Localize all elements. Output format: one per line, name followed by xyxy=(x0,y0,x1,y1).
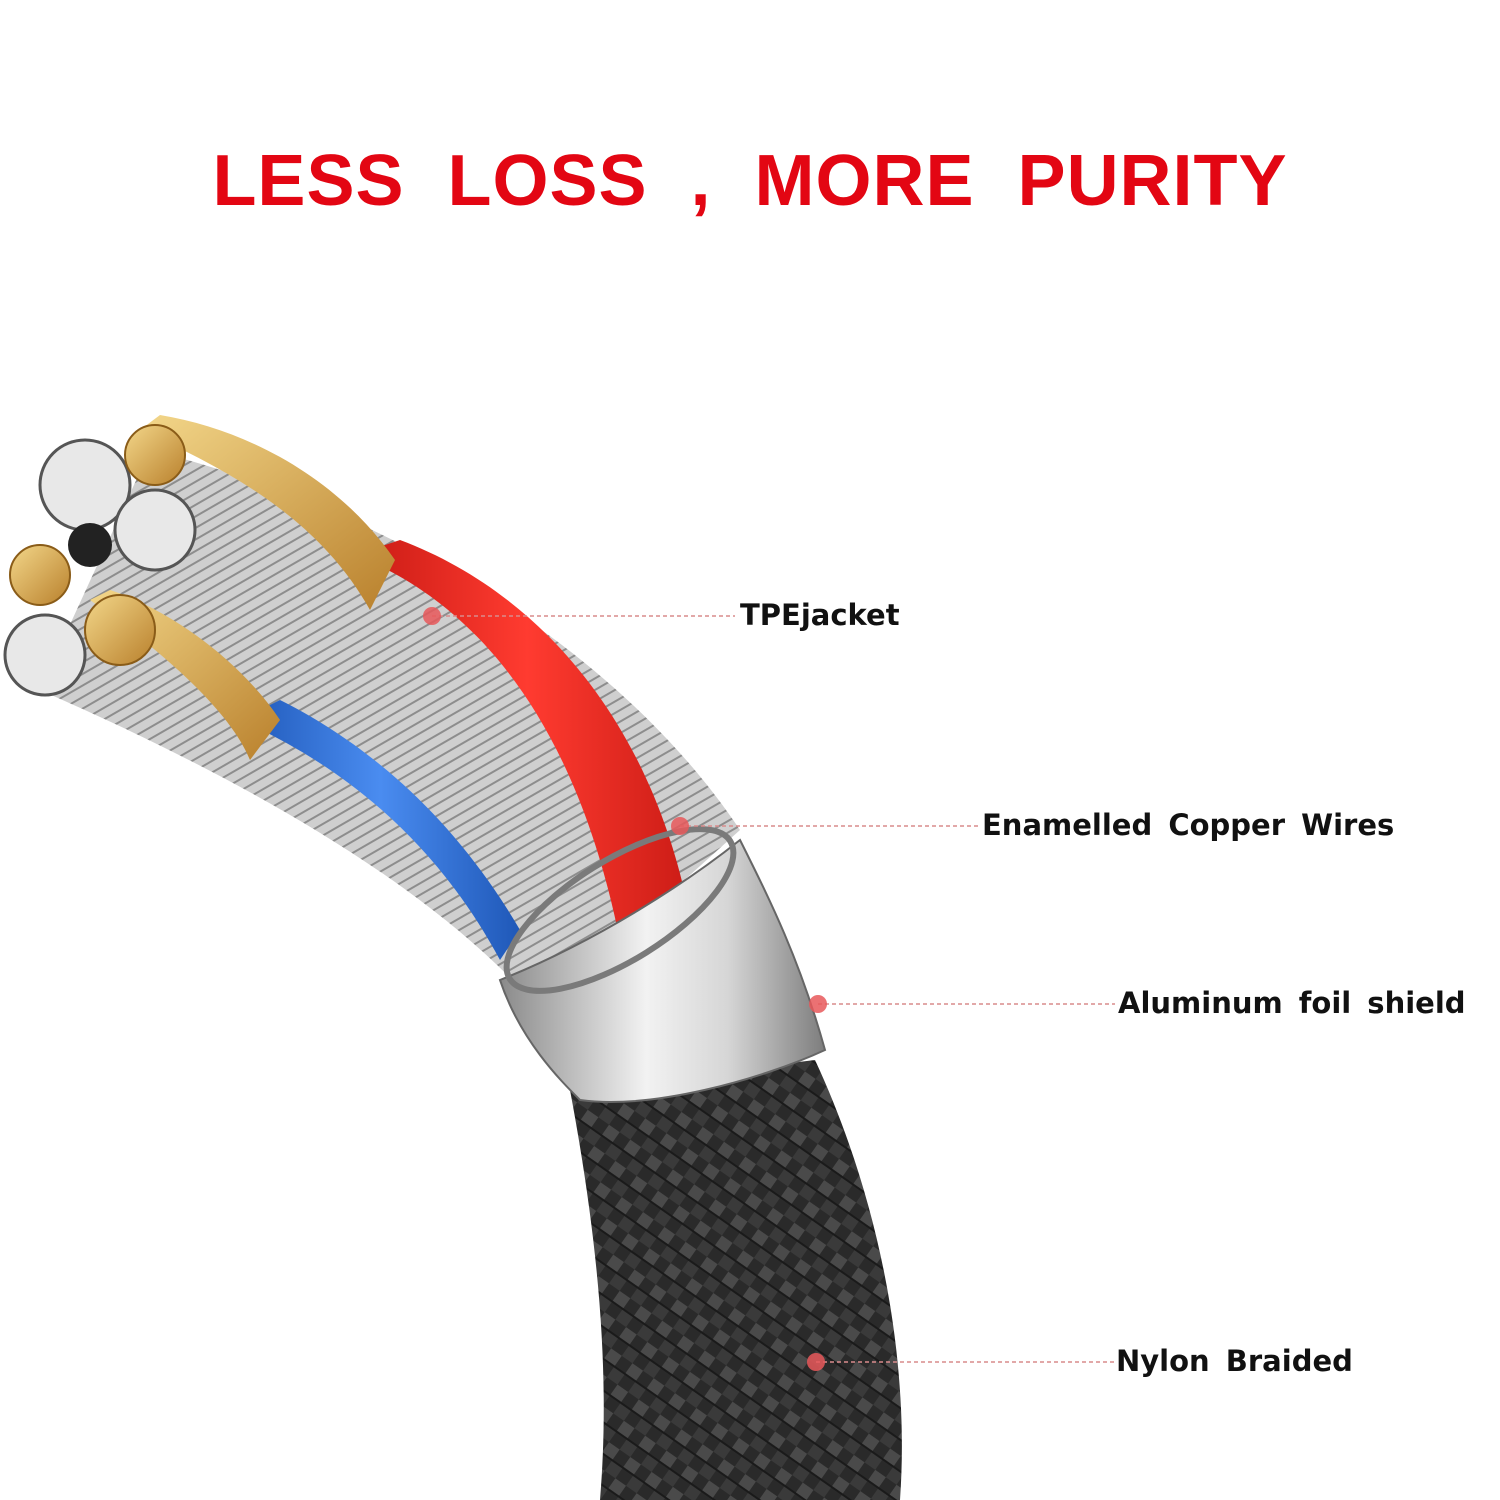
shield-rim xyxy=(503,826,737,994)
inner-strand-bundle xyxy=(40,450,740,1010)
callout-aluminum-foil-shield: Aluminum foil shield xyxy=(1118,986,1466,1020)
callout-tpe-jacket: TPEjacket xyxy=(740,598,900,632)
wire-end-caps xyxy=(3,424,197,697)
callout-leaders xyxy=(432,615,1115,1363)
red-wire xyxy=(355,540,700,1000)
nylon-braid-jacket xyxy=(570,1060,902,1500)
page-headline: LESS LOSS , MORE PURITY xyxy=(212,141,1288,221)
callout-nylon-braided: Nylon Braided xyxy=(1116,1344,1353,1378)
callout-enamelled-copper-wires: Enamelled Copper Wires xyxy=(982,808,1395,842)
aluminum-foil-shield xyxy=(498,838,827,1103)
callout-markers xyxy=(423,607,827,1371)
